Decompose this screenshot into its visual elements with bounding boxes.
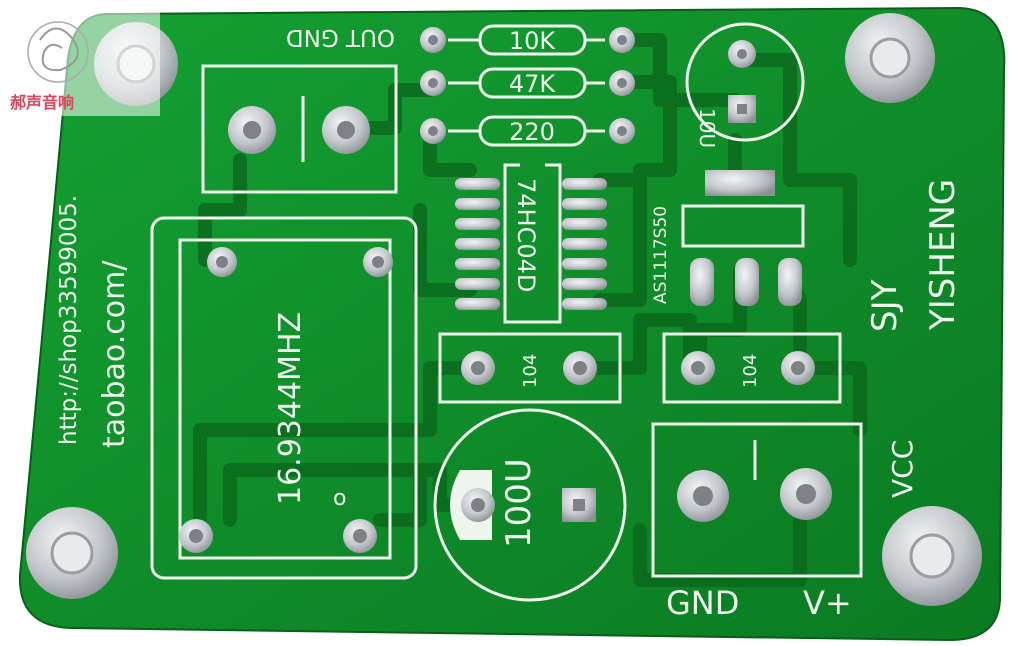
crystal-outline — [150, 216, 418, 580]
resistor-47k-label: 47K — [509, 70, 557, 98]
output-terminal-outline — [201, 64, 398, 194]
crystal-mark: o — [333, 486, 346, 511]
cap-100u-label: 100U — [499, 458, 539, 548]
regulator-footprint — [681, 170, 805, 306]
brand-yisheng: YISHENG — [923, 179, 963, 331]
vcc-label: VCC — [886, 440, 919, 498]
url-line-1: http://shop33599005. — [56, 195, 82, 445]
cap-10u-outline — [685, 22, 805, 142]
output-pads — [228, 106, 370, 154]
watermark-text: 郝声音响 — [10, 93, 74, 112]
watermark-logo: 郝声音响 — [0, 0, 160, 116]
cap-10u-label: 10U — [695, 108, 719, 148]
output-label: OUT GND — [286, 24, 395, 50]
ic-footprint — [455, 163, 607, 324]
cap-104-a-label: 104 — [520, 354, 541, 388]
cap-104-b-label: 104 — [740, 354, 761, 388]
power-terminal-outline — [651, 422, 863, 578]
vplus-label: V+ — [803, 584, 852, 622]
cap-104-a-outline — [438, 332, 622, 404]
url-line-2: taobao.com/ — [97, 260, 132, 448]
resistor-10k-label: 10K — [509, 27, 557, 55]
brand-sjy: SJY — [865, 279, 905, 332]
crystal-label: 16.9344MHZ — [273, 312, 308, 505]
resistors — [420, 24, 635, 147]
cap-104-b-outline — [662, 332, 842, 404]
cap-100u-outline — [433, 408, 627, 602]
resistor-220-label: 220 — [509, 118, 555, 146]
gnd-label: GND — [666, 584, 739, 622]
regulator-label: AS1117S50 — [651, 206, 671, 304]
ic-label: 74HC04D — [512, 178, 540, 292]
